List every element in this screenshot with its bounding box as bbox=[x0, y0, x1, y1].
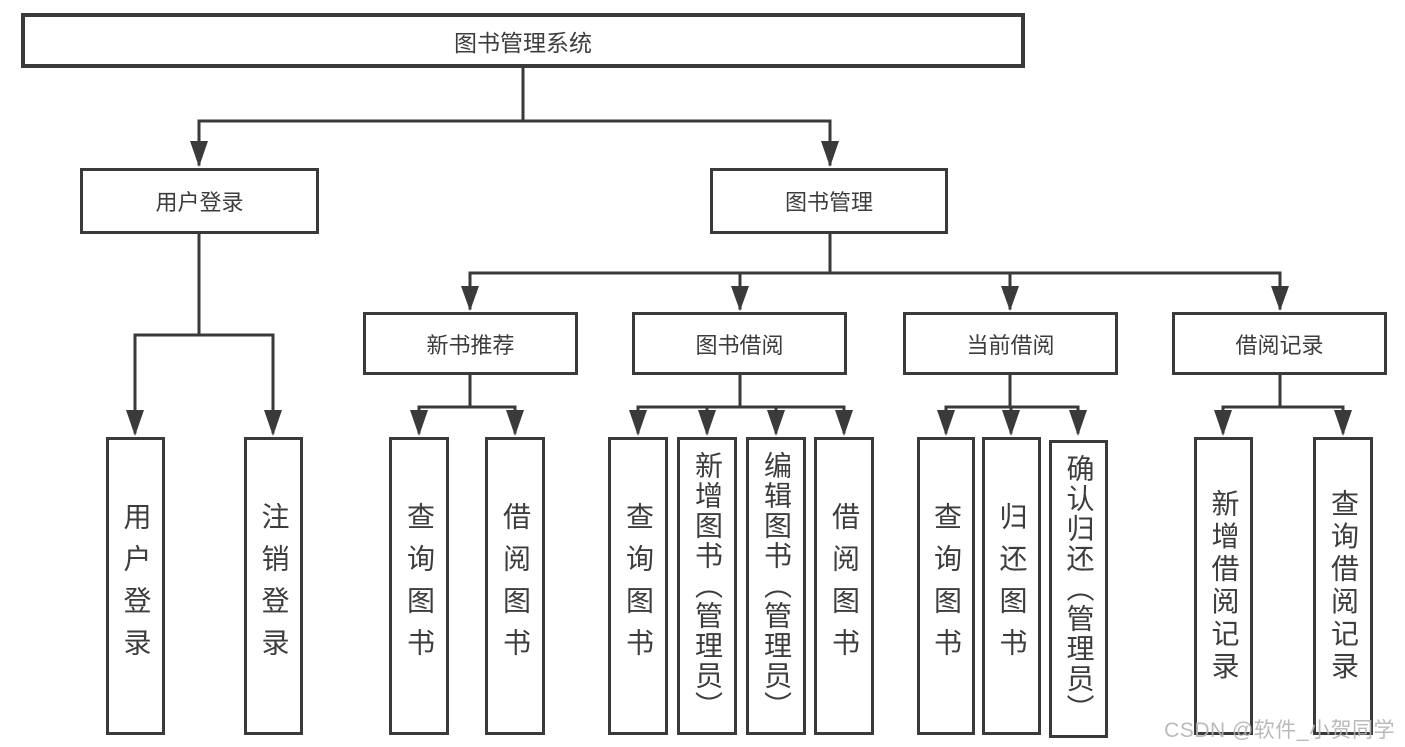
node-current-borrowing: 当前借阅 bbox=[903, 312, 1118, 375]
leaf-logout-login: 注销登录 bbox=[244, 437, 303, 735]
node-label: 归还图书 bbox=[996, 502, 1028, 670]
leaf-records-query-borrow-record: 查询借阅记录 bbox=[1313, 437, 1373, 735]
node-label: 图书管理 bbox=[784, 190, 873, 215]
node-label: 新增借阅记录 bbox=[1208, 488, 1240, 684]
node-borrowing-records: 借阅记录 bbox=[1172, 312, 1387, 375]
leaf-recommend-borrow-books: 借阅图书 bbox=[485, 437, 545, 735]
leaf-user-login: 用户登录 bbox=[106, 437, 165, 735]
node-label: 查询借阅记录 bbox=[1328, 488, 1359, 684]
node-label: 新增图书（管理员） bbox=[692, 451, 723, 721]
node-label: 用户登录 bbox=[155, 190, 244, 215]
leaf-borrowing-edit-books-admin: 编辑图书（管理员） bbox=[746, 437, 806, 735]
node-book-borrowing: 图书借阅 bbox=[632, 312, 847, 375]
node-label: 查询图书 bbox=[931, 502, 962, 670]
node-label: 确认归还（管理员） bbox=[1063, 454, 1095, 724]
node-new-book-recommendation: 新书推荐 bbox=[363, 312, 578, 375]
leaf-current-return-books: 归还图书 bbox=[982, 437, 1041, 735]
leaf-current-query-books: 查询图书 bbox=[917, 437, 975, 735]
leaf-borrowing-query-books: 查询图书 bbox=[608, 437, 668, 735]
node-label: 图书管理系统 bbox=[454, 29, 592, 56]
leaf-records-add-borrow-record: 新增借阅记录 bbox=[1194, 437, 1253, 735]
node-label: 用户登录 bbox=[120, 502, 152, 670]
leaf-current-confirm-return-admin: 确认归还（管理员） bbox=[1049, 440, 1108, 738]
node-label: 查询图书 bbox=[623, 502, 654, 670]
leaf-recommend-query-books: 查询图书 bbox=[389, 437, 449, 735]
node-label: 借阅记录 bbox=[1235, 332, 1324, 358]
node-label: 新书推荐 bbox=[426, 332, 515, 358]
leaf-borrowing-borrow-books: 借阅图书 bbox=[814, 437, 874, 735]
node-user-login: 用户登录 bbox=[80, 168, 319, 234]
node-label: 借阅图书 bbox=[500, 502, 531, 670]
node-label: 查询图书 bbox=[404, 502, 435, 670]
node-label: 借阅图书 bbox=[829, 502, 860, 670]
node-label: 当前借阅 bbox=[966, 332, 1055, 358]
node-label: 注销登录 bbox=[258, 502, 290, 670]
node-library-management-system: 图书管理系统 bbox=[21, 13, 1025, 68]
node-label: 图书借阅 bbox=[695, 332, 784, 358]
node-book-management: 图书管理 bbox=[710, 168, 948, 234]
leaf-borrowing-add-books-admin: 新增图书（管理员） bbox=[677, 437, 737, 735]
node-label: 编辑图书（管理员） bbox=[761, 451, 792, 721]
